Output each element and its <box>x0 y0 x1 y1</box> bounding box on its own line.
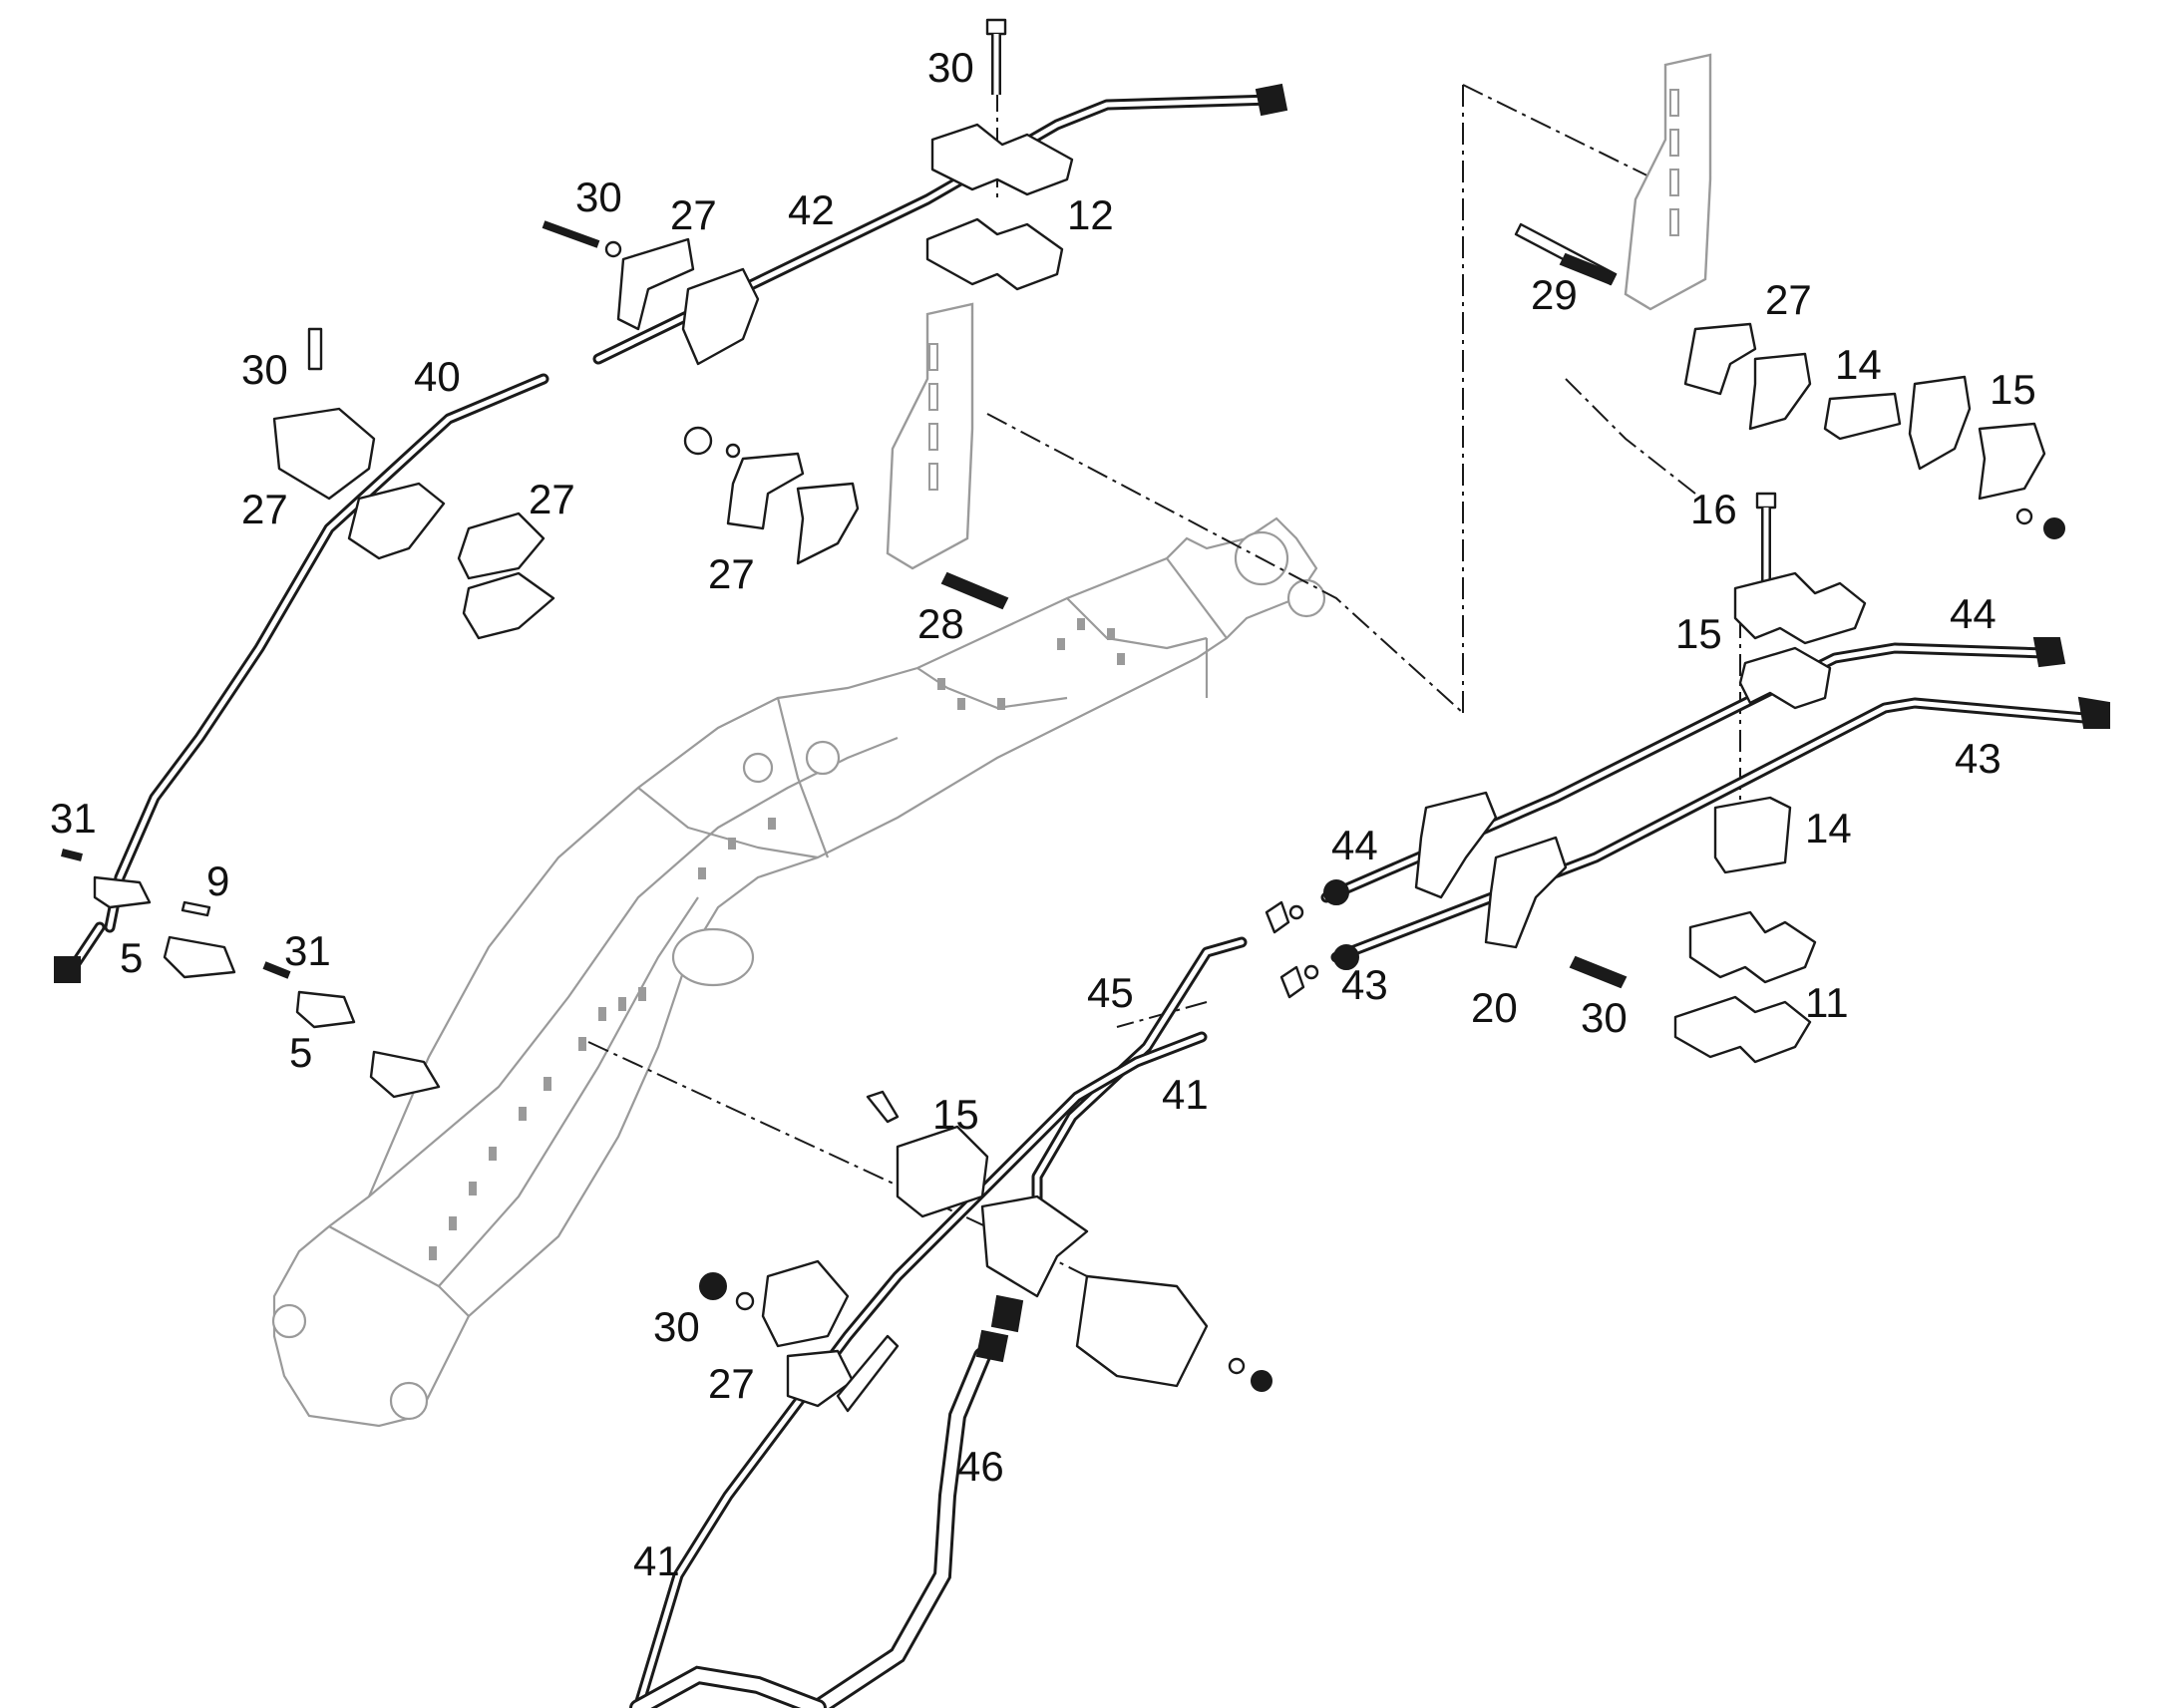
callout-labels: 30 42 12 30 27 30 40 27 27 27 28 29 27 1… <box>50 44 2036 1584</box>
callout-28: 28 <box>917 600 964 647</box>
callout-43: 43 <box>1341 961 1388 1008</box>
clamp-12-lower <box>925 217 1064 291</box>
callout-30: 30 <box>927 44 974 91</box>
callout-5: 5 <box>289 1029 312 1076</box>
callout-27: 27 <box>708 1360 755 1407</box>
callout-30: 30 <box>575 173 622 220</box>
callout-20: 20 <box>1471 984 1518 1031</box>
callout-27: 27 <box>241 486 288 532</box>
callout-27: 27 <box>529 476 575 522</box>
callout-27: 27 <box>708 550 755 597</box>
callout-31: 31 <box>50 795 97 842</box>
clamp-27-lower <box>699 1259 900 1413</box>
callout-27: 27 <box>1765 276 1812 323</box>
bolt-16 <box>1755 492 1777 583</box>
bracket-plate-left <box>886 302 974 570</box>
bolt-30-top <box>985 18 1007 95</box>
fitting-44 <box>1265 879 1349 934</box>
clamp-15-right <box>1908 375 2065 539</box>
fitting-43 <box>1279 944 1359 999</box>
bracket-plate-right <box>1624 53 1712 311</box>
block-14-mid <box>1713 796 1792 874</box>
clamp-27-left <box>272 327 446 560</box>
callout-9: 9 <box>206 857 229 904</box>
callout-30: 30 <box>241 346 288 393</box>
callout-42: 42 <box>788 186 835 233</box>
callout-30: 30 <box>1581 994 1628 1041</box>
clamp-27-middle <box>457 512 555 640</box>
callout-29: 29 <box>1531 271 1578 318</box>
callout-45: 45 <box>1087 969 1134 1016</box>
callout-14: 14 <box>1805 805 1852 852</box>
callout-15: 15 <box>932 1091 979 1138</box>
clip-5-lower <box>262 961 441 1099</box>
bolt-29 <box>1514 222 1618 286</box>
block-14-top <box>1823 392 1902 441</box>
callout-15: 15 <box>1675 610 1722 657</box>
clamp-15-mid <box>1733 571 1867 710</box>
clamp-15-lower <box>866 1090 1272 1392</box>
callout-44: 44 <box>1331 822 1378 868</box>
callout-11: 11 <box>1805 979 1849 1026</box>
callout-46: 46 <box>957 1443 1004 1490</box>
callout-14: 14 <box>1835 341 1882 388</box>
callout-31: 31 <box>284 927 331 974</box>
callout-27: 27 <box>670 191 717 238</box>
clamp-27-upper-left <box>542 220 760 366</box>
callout-12: 12 <box>1067 191 1114 238</box>
callout-44: 44 <box>1950 590 1997 637</box>
clamp-27-plate-left <box>683 426 1009 610</box>
clamp-12-upper <box>930 123 1074 196</box>
boom-outline <box>271 516 1326 1428</box>
hose-46 <box>629 1347 991 1708</box>
end-fittings <box>54 83 2110 983</box>
callout-30: 30 <box>653 1303 700 1350</box>
callout-41: 41 <box>1162 1071 1209 1118</box>
callout-41: 41 <box>633 1537 680 1584</box>
fitting-45-41-joint <box>975 1294 1024 1363</box>
pipe-41 <box>632 1031 1208 1708</box>
callout-43: 43 <box>1955 735 2001 782</box>
clamp-20 <box>1414 791 1628 989</box>
clamp-11 <box>1673 910 1817 1064</box>
pipe-42 <box>592 94 1277 365</box>
clip-5-upper <box>61 849 152 909</box>
pin-9 <box>163 900 236 979</box>
callout-5: 5 <box>120 934 143 981</box>
callout-40: 40 <box>414 353 461 400</box>
callout-16: 16 <box>1690 486 1737 532</box>
clamp-27-right <box>1683 322 1812 431</box>
callout-15: 15 <box>1990 366 2036 413</box>
